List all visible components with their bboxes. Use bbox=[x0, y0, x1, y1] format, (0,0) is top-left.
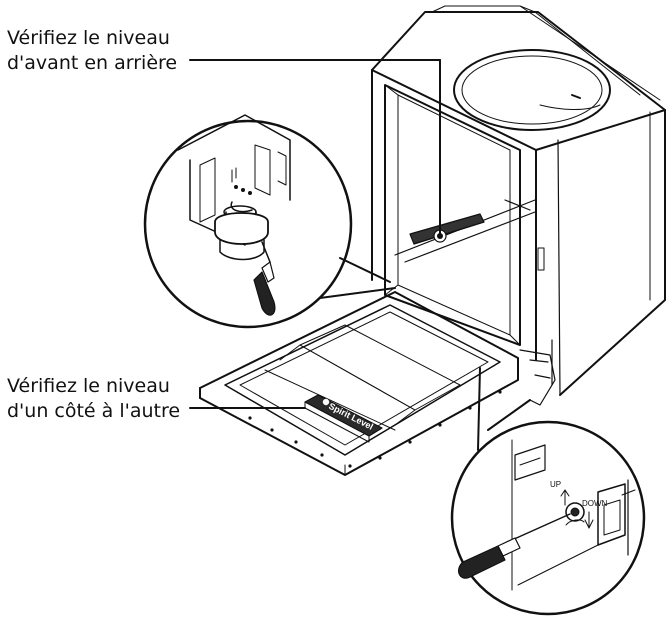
top-hatch bbox=[431, 5, 661, 101]
magnifier-foot-adjust bbox=[143, 114, 396, 329]
adjuster-up-label: UP bbox=[550, 480, 561, 489]
spirit-level-back bbox=[189, 59, 485, 245]
adjuster-down-label: DOWN bbox=[582, 499, 608, 508]
top-lid bbox=[453, 49, 611, 131]
cabinet-body bbox=[371, 11, 666, 396]
callout-front-to-back-line1: Vérifiez le niveau bbox=[7, 27, 170, 49]
rack-rails bbox=[394, 199, 536, 263]
callout-front-to-back-line2: d'avant en arrière bbox=[7, 52, 178, 74]
callout-side-to-side-line2: d'un côté à l'autre bbox=[7, 400, 181, 422]
hinge-right bbox=[519, 247, 556, 406]
callout-front-to-back: Vérifiez le niveau d'avant en arrière bbox=[7, 26, 177, 76]
tub-interior bbox=[384, 84, 521, 346]
callout-side-to-side: Vérifiez le niveau d'un côté à l'autre bbox=[7, 374, 180, 424]
magnifier-hinge-adjust bbox=[450, 367, 646, 616]
open-door bbox=[199, 291, 519, 476]
callout-side-to-side-line1: Vérifiez le niveau bbox=[7, 375, 170, 397]
spirit-level-door bbox=[189, 394, 383, 443]
